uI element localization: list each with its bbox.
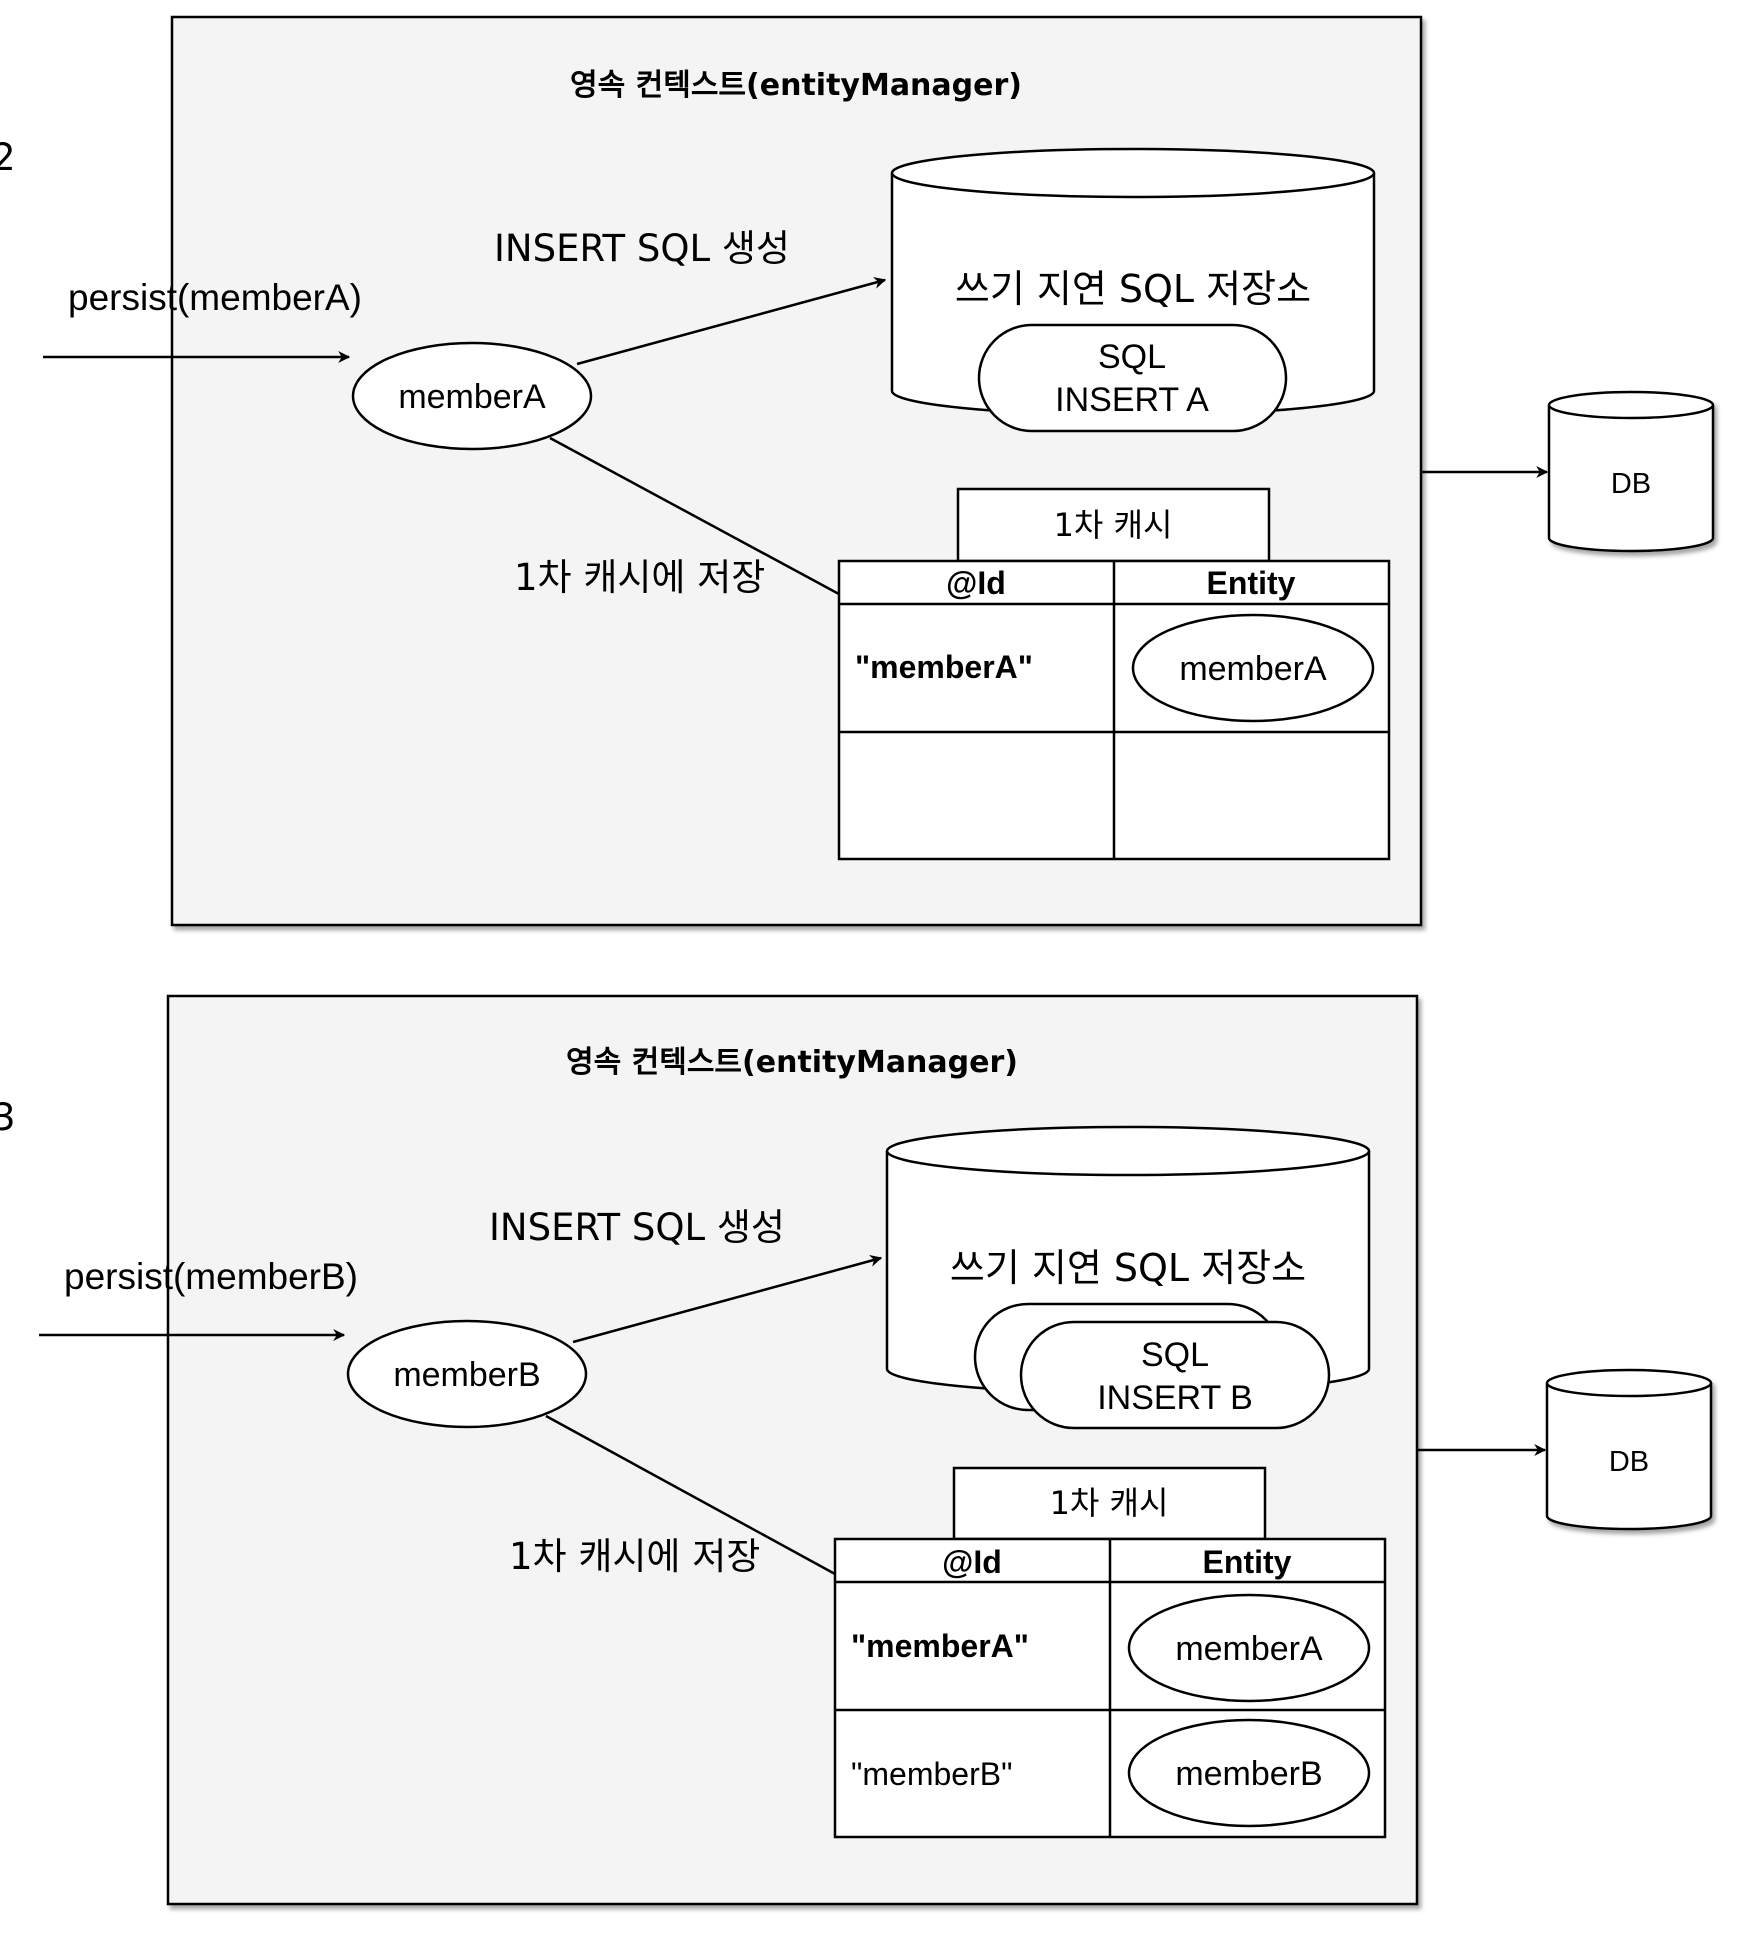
entity-node xyxy=(351,341,593,451)
db-label: DB xyxy=(1611,468,1651,500)
cache-title-tab xyxy=(952,1466,1267,1541)
sql-store-title: 쓰기 지연 SQL 저장소 xyxy=(955,267,1311,311)
panel-2: 3 영속 컨텍스트(entityManager) persist(memberB… xyxy=(0,994,1713,1906)
panel-1: 2 영속 컨텍스트(entityManager) persist(memberA… xyxy=(0,15,1715,927)
sql-statement-pill xyxy=(1019,1320,1331,1430)
sql-line-1: SQL xyxy=(1098,338,1166,376)
cache-row-1-id: "memberA" xyxy=(855,649,1033,685)
sql-line-1: SQL xyxy=(1141,1336,1209,1374)
entity-node-label: memberB xyxy=(393,1356,540,1394)
insert-sql-label: INSERT SQL 생성 xyxy=(494,227,790,270)
cache-row-1-entity: memberA xyxy=(1179,650,1327,688)
context-title: 영속 컨텍스트(entityManager) xyxy=(566,1045,1018,1080)
cache-row-2-id: "memberB" xyxy=(851,1756,1012,1792)
store-cache-arrow xyxy=(549,436,852,602)
cache-row-1-entity-node xyxy=(1127,1593,1371,1703)
cache-row-1-id: "memberA" xyxy=(851,1628,1029,1664)
entity-node xyxy=(346,1319,588,1429)
insert-sql-arrow xyxy=(576,277,887,366)
edge-mark: 2 xyxy=(0,136,16,179)
sql-line-2: INSERT A xyxy=(1055,381,1209,419)
sql-line-2: INSERT B xyxy=(1097,1379,1253,1417)
insert-sql-label: INSERT SQL 생성 xyxy=(489,1206,785,1249)
persist-call-label: persist(memberA) xyxy=(68,277,362,318)
cache-header-id: @Id xyxy=(946,565,1006,601)
store-cache-arrow xyxy=(545,1414,848,1582)
cache-row-2-entity: memberB xyxy=(1175,1755,1322,1793)
cache-header-entity: Entity xyxy=(1203,1544,1292,1580)
cache-header-entity: Entity xyxy=(1207,565,1296,601)
store-cache-label: 1차 캐시에 저장 xyxy=(509,1535,760,1578)
cache-row-1-entity-node xyxy=(1131,613,1375,723)
db-label: DB xyxy=(1609,1446,1649,1478)
store-cache-label: 1차 캐시에 저장 xyxy=(514,556,765,599)
db-cylinder xyxy=(1547,390,1715,553)
edge-mark: 3 xyxy=(0,1096,16,1139)
cache-title: 1차 캐시 xyxy=(1054,506,1173,544)
cache-row-2-entity-node xyxy=(1127,1718,1371,1828)
cache-header-id: @Id xyxy=(942,1544,1002,1580)
sql-store-title: 쓰기 지연 SQL 저장소 xyxy=(950,1246,1306,1290)
sql-statement-pill xyxy=(977,323,1288,433)
insert-sql-arrow xyxy=(572,1255,883,1344)
persist-call-label: persist(memberB) xyxy=(64,1256,358,1297)
cache-title-tab xyxy=(956,487,1271,563)
cache-title: 1차 캐시 xyxy=(1050,1484,1169,1522)
context-title: 영속 컨텍스트(entityManager) xyxy=(570,68,1022,103)
cache-row-1-entity: memberA xyxy=(1175,1630,1323,1668)
entity-node-label: memberA xyxy=(398,378,546,416)
db-cylinder xyxy=(1545,1368,1713,1531)
